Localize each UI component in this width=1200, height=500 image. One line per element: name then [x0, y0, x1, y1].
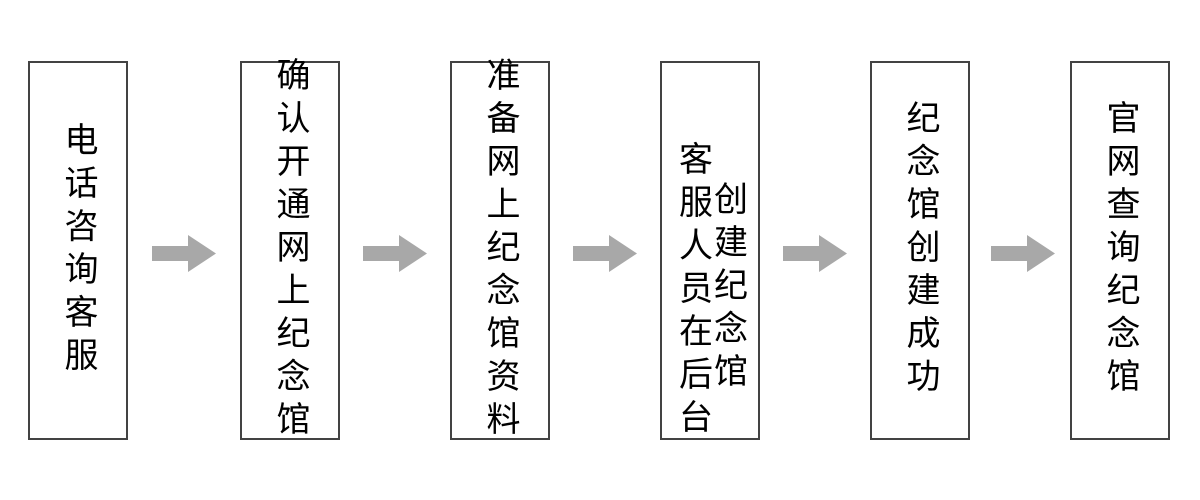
process-node-6[interactable]: 官网查询纪念馆 — [1070, 61, 1170, 440]
process-node-6-label: 官网查询纪念馆 — [1100, 100, 1140, 401]
flow-arrow-5-right-arrow-icon — [991, 235, 1055, 272]
process-node-3-label: 准备网上纪念馆资料 — [480, 57, 520, 444]
flow-arrow-2-right-arrow-icon — [363, 235, 427, 272]
process-node-4-label-column-1: 客服人员在后台 — [672, 141, 713, 442]
process-node-2[interactable]: 确认开通网上纪念馆 — [240, 57, 340, 444]
process-node-2-label: 确认开通网上纪念馆 — [270, 57, 310, 444]
process-node-5[interactable]: 纪念馆创建成功 — [870, 61, 970, 440]
flow-arrow-3-right-arrow-icon — [573, 235, 637, 272]
process-node-4[interactable]: 客服人员在后台 创建纪念馆 — [660, 61, 760, 442]
process-node-1[interactable]: 电话咨询客服 — [28, 61, 128, 440]
process-node-4-label-column-2: 创建纪念馆 — [707, 181, 748, 396]
process-node-1-label: 电话咨询客服 — [58, 121, 98, 380]
process-node-5-label: 纪念馆创建成功 — [900, 100, 940, 401]
flow-arrow-1-right-arrow-icon — [152, 235, 216, 272]
flow-arrow-4-right-arrow-icon — [783, 235, 847, 272]
process-node-3[interactable]: 准备网上纪念馆资料 — [450, 57, 550, 444]
